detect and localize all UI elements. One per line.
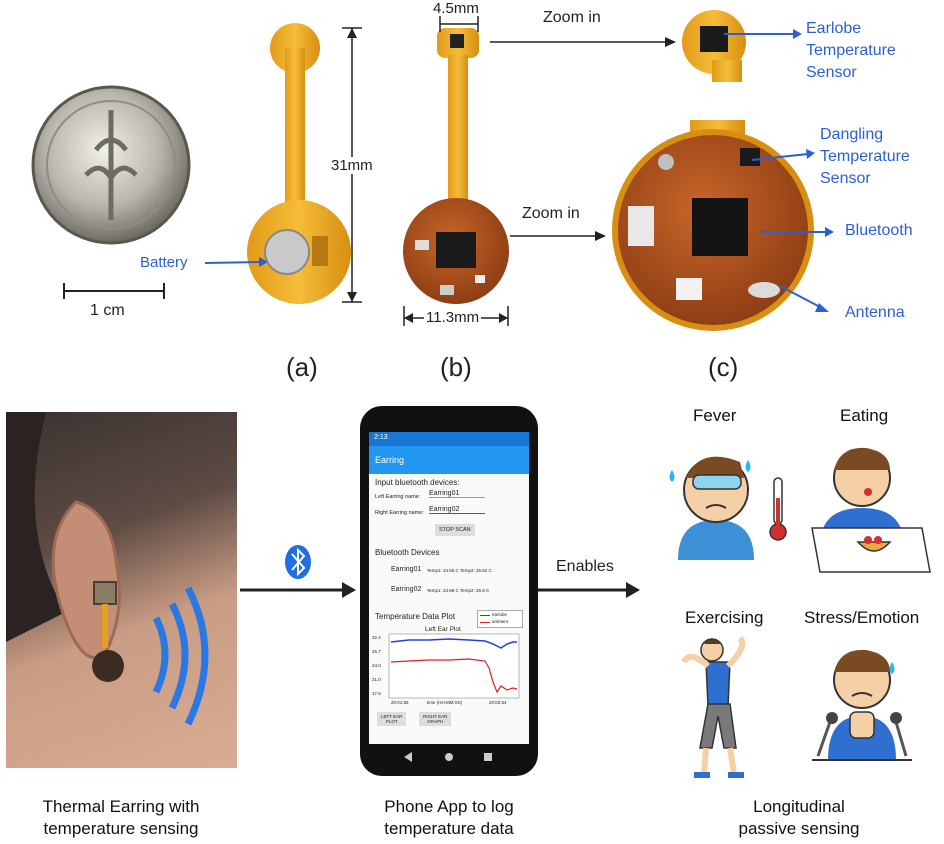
caption-sensing-text: Longitudinal passive sensing [738,797,860,838]
device-2-name[interactable]: Earring02 [391,586,422,593]
y-tick: 24.0 [372,663,381,668]
panel-b-letter: (b) [440,352,472,382]
bluetooth-chip-label: Bluetooth [845,222,913,239]
zoom-label-bottom: Zoom in [522,205,580,222]
y-tick: 25.7 [372,649,381,654]
x-tick-left: 20:01:55 [391,700,409,705]
app-bar: Earring [369,446,529,474]
exercising-title: Exercising [685,608,764,627]
width-top-label: 4.5mm [433,0,479,17]
length-label: 31mm [329,157,375,174]
caption-earring-text: Thermal Earring with temperature sensing [42,797,200,838]
caption-earring: Thermal Earring with temperature sensing [0,796,251,840]
devices-heading: Bluetooth Devices [375,548,440,557]
left-earring-label: Left Earring name: [375,494,421,500]
y-tick: 21.0 [372,677,381,682]
plot-title: Left Ear Plot [425,626,461,633]
caption-phone: Phone App to log temperature data [319,796,579,840]
dangling-sensor-label: Dangling Temperature Sensor [820,124,910,190]
panel-a-letter: (a) [286,352,318,382]
earlobe-sensor-label: Earlobe Temperature Sensor [806,18,896,84]
app-title: Earring [375,455,405,465]
status-bar: 2:13 [369,432,529,446]
back-icon[interactable] [404,752,412,762]
ambient-series-line [390,658,518,694]
legend-1: earlobe [492,612,508,617]
fever-title: Fever [693,406,737,425]
dangling-sensor-text: Dangling Temperature Sensor [820,126,910,187]
caption-sensing: Longitudinal passive sensing [669,796,929,840]
status-time: 2:13 [374,434,388,441]
phone-frame: 2:13 Earring Input bluetooth devices: Le… [360,406,538,776]
device-1-name[interactable]: Earring01 [391,566,422,573]
legend-line-1 [480,615,490,616]
enables-label: Enables [556,558,614,575]
y-tick: 17.5 [372,691,381,696]
panel-c-letter: (c) [708,352,739,382]
recents-icon[interactable] [484,753,492,761]
battery-label: Battery [140,254,188,271]
left-ear-plot-button[interactable]: LEFT EAR PLOT [377,712,407,726]
antenna-label: Antenna [845,304,905,321]
x-tick-right: 20:02:54 [489,700,507,705]
device-2-temps: Temp1: 34.59 C Temp2: 25.9 C [427,588,490,593]
right-earring-label: Right Earring name: [375,510,424,516]
plot-heading: Temperature Data Plot [375,612,456,621]
plot-legend: earlobe ambient [477,610,523,628]
right-earring-input[interactable]: Earring02 [429,506,485,514]
earlobe-series-line [390,638,517,649]
legend-2: ambient [492,619,509,624]
home-icon[interactable] [445,753,453,761]
input-heading: Input bluetooth devices: [375,478,460,487]
left-earring-input[interactable]: Earring01 [429,490,485,498]
phone-screen: 2:13 Earring Input bluetooth devices: Le… [369,432,529,744]
earlobe-sensor-text: Earlobe Temperature Sensor [806,20,896,81]
legend-line-2 [480,622,490,623]
phone-nav-bar [404,752,492,762]
scale-label: 1 cm [90,302,125,319]
stop-scan-button[interactable]: STOP SCAN [435,524,475,536]
ear-illustration [6,412,209,726]
temperature-plot [388,633,520,699]
device-1-temps: Temp1: 34.55 C Temp2: 25.92 C [427,568,492,573]
eating-title: Eating [840,406,889,425]
caption-phone-text: Phone App to log temperature data [384,797,514,838]
y-tick: 32.4 [372,635,381,640]
stress-title: Stress/Emotion [804,608,920,627]
x-axis-label: time (HH:MM:SS) [427,700,463,705]
zoom-label-top: Zoom in [543,9,601,26]
right-ear-graph-button[interactable]: RIGHT EAR GRAPH [419,712,452,726]
width-bottom-label: 11.3mm [424,309,482,326]
ear-photo [6,412,237,768]
y-ticks: 32.4 25.7 24.0 21.0 17.5 [372,635,388,699]
